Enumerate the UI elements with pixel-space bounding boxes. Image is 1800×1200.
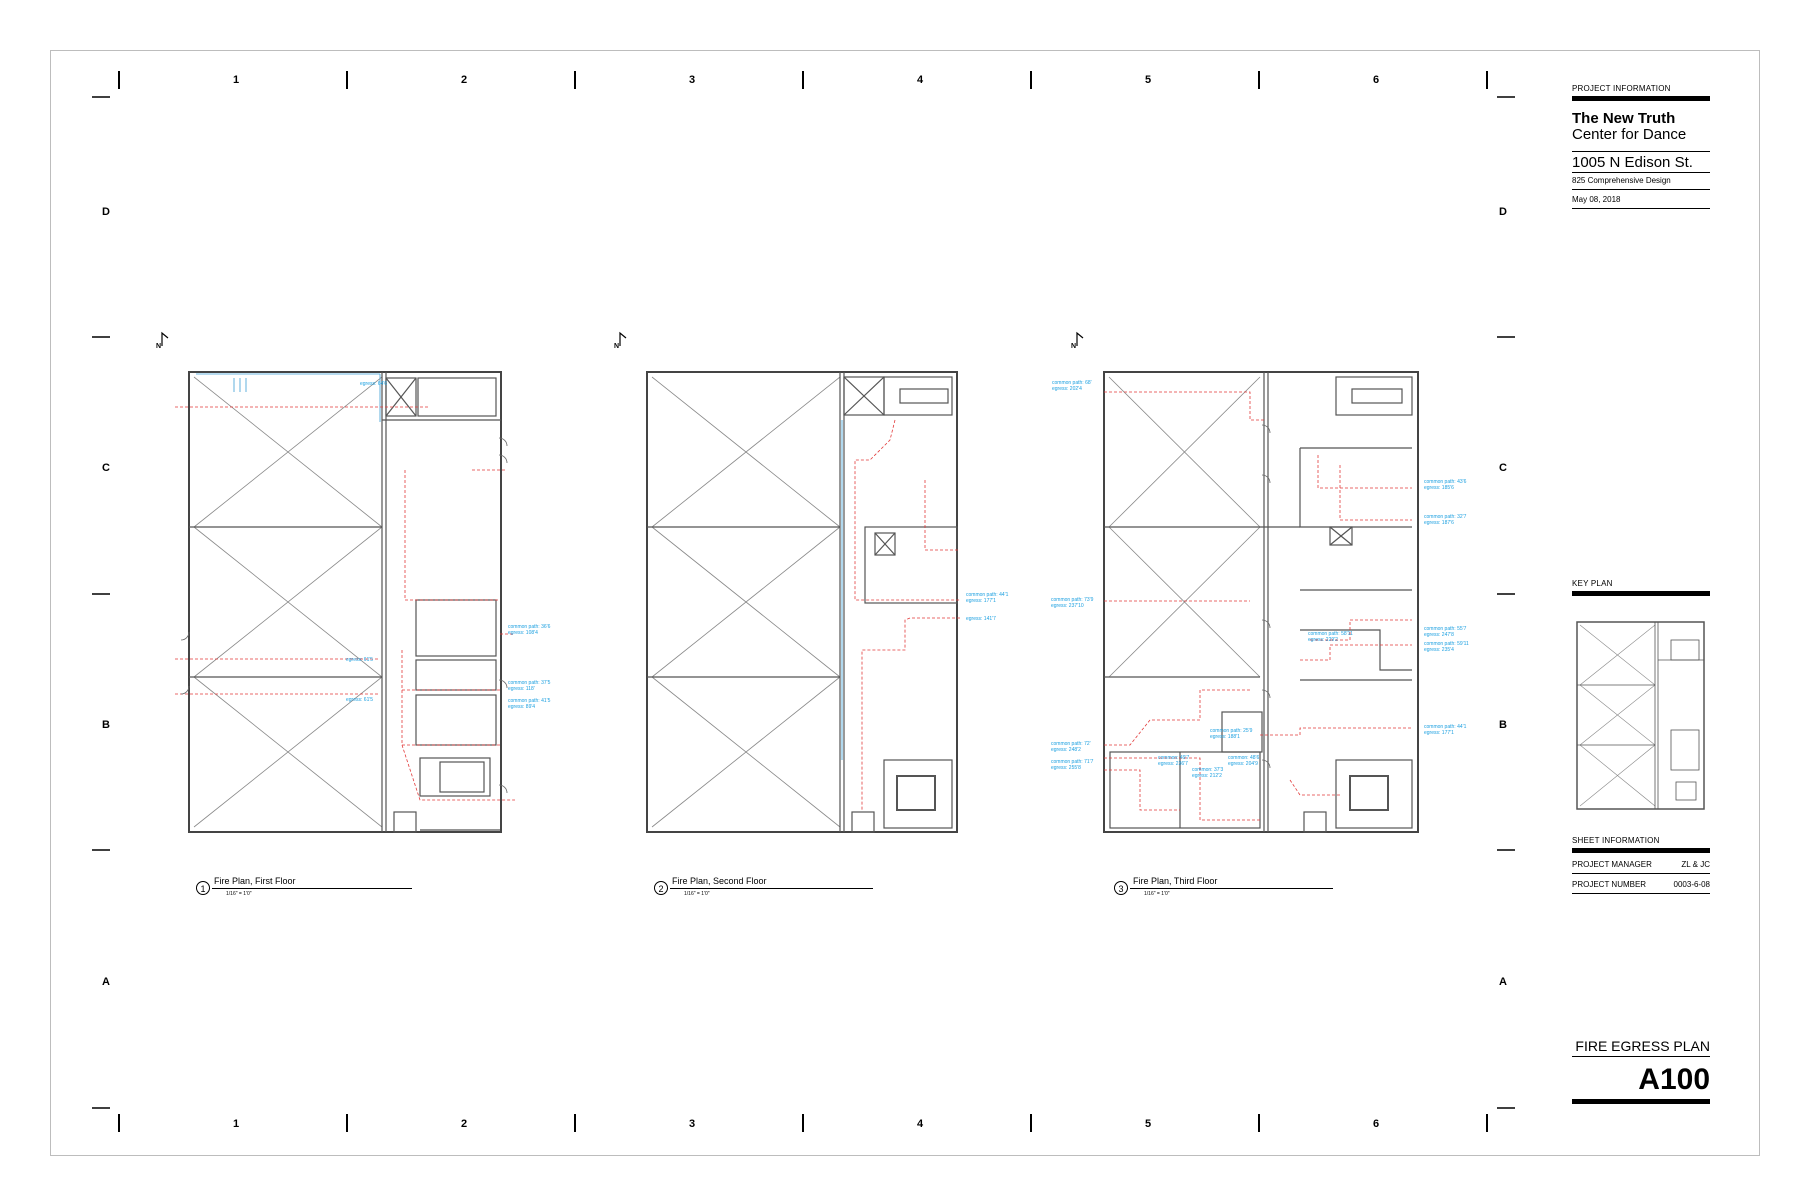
project-manager-row: PROJECT MANAGER ZL & JC — [1572, 860, 1710, 870]
project-number-row: PROJECT NUMBER 0003-6-08 — [1572, 880, 1710, 890]
north-arrow-label-2: N — [614, 343, 620, 350]
grid-row-b-left: B — [102, 719, 110, 731]
egress-note: common: 37'3 egress: 212'2 — [1192, 767, 1224, 779]
egress-note: common: 48'6 egress: 204'9 — [1228, 755, 1260, 767]
egress-note: common path: 55'7 egress: 247'8 — [1424, 626, 1467, 638]
egress-note: common path: 73'9 egress: 237'10 — [1051, 597, 1094, 609]
egress-note: common path: 44'1 egress: 177'1 — [1424, 724, 1467, 736]
egress-note: common path: 58'11 egress: 229'2 — [1308, 631, 1353, 643]
egress-note: common path: 41'5 egress: 89'4 — [508, 698, 551, 710]
grid-column-3: 3 — [688, 74, 696, 86]
grid-row-c-left: C — [102, 462, 110, 474]
section-bar — [1572, 1099, 1710, 1104]
egress-note: common path: 68' egress: 202'4 — [1052, 380, 1092, 392]
key-plan-block: KEY PLAN — [1572, 579, 1710, 596]
plan-2-second-floor — [646, 371, 960, 833]
rule — [1572, 151, 1710, 152]
key-plan-label: KEY PLAN — [1572, 579, 1613, 588]
egress-note: egress: 61'5 — [346, 657, 374, 663]
plan-number-badge: 3 — [1114, 881, 1128, 895]
plan-title: Fire Plan, First Floor — [214, 876, 296, 886]
north-arrow-label-3: N — [1071, 343, 1077, 350]
plan-title: Fire Plan, Third Floor — [1133, 876, 1218, 886]
project-info-label: PROJECT INFORMATION — [1572, 84, 1671, 93]
grid-column-6-bottom: 6 — [1372, 1118, 1380, 1130]
rule — [1572, 893, 1710, 894]
caption-rule — [1130, 888, 1333, 889]
grid-column-5-bottom: 5 — [1144, 1118, 1152, 1130]
egress-note: common path: 36'6 egress: 108'4 — [508, 624, 551, 636]
grid-column-1-bottom: 1 — [232, 1118, 240, 1130]
caption-rule — [212, 888, 412, 889]
section-bar — [1572, 848, 1710, 853]
rule — [1572, 208, 1710, 209]
egress-note: common path: 72' egress: 248'2 — [1051, 741, 1091, 753]
grid-row-b-right: B — [1499, 719, 1507, 731]
grid-column-4: 4 — [916, 74, 924, 86]
egress-note: common path: 71'7 egress: 255'8 — [1051, 759, 1094, 771]
sheet-title-block: FIRE EGRESS PLAN A100 — [1572, 1038, 1710, 1104]
egress-note: common path: 32'7 egress: 187'6 — [1424, 514, 1467, 526]
grid-column-4-bottom: 4 — [916, 1118, 924, 1130]
egress-note: common path: 44'1 egress: 177'1 — [966, 592, 1009, 604]
grid-row-c-right: C — [1499, 462, 1507, 474]
grid-row-d-right: D — [1499, 206, 1507, 218]
plan-1-first-floor — [175, 371, 515, 833]
project-number-label: PROJECT NUMBER — [1572, 880, 1647, 889]
plan-scale: 1/16" = 1'0" — [1144, 891, 1170, 897]
sheet-number: A100 — [1638, 1063, 1710, 1096]
sheet-info-block: SHEET INFORMATION PROJECT MANAGER ZL & J… — [1572, 836, 1710, 894]
grid-column-5: 5 — [1144, 74, 1152, 86]
plan-number-badge: 1 — [196, 881, 210, 895]
project-name-line1: The New Truth — [1572, 110, 1676, 127]
egress-note: common path: 43'6 egress: 185'6 — [1424, 479, 1467, 491]
grid-column-2-bottom: 2 — [460, 1118, 468, 1130]
egress-note: egress: 141'7 — [966, 616, 996, 622]
sheet-title: FIRE EGRESS PLAN — [1575, 1038, 1710, 1054]
section-bar — [1572, 96, 1710, 101]
project-info-block: PROJECT INFORMATION The New Truth Center… — [1572, 84, 1710, 209]
egress-note: common path: 37'5 egress: 118' — [508, 680, 551, 692]
egress-note: common: 49'7 egress: 236'7 — [1158, 755, 1190, 767]
egress-note: common path: 25'9 egress: 188'1 — [1210, 728, 1253, 740]
rule — [1572, 189, 1710, 190]
caption-rule — [670, 888, 873, 889]
project-name-line2: Center for Dance — [1572, 126, 1687, 143]
project-date: May 08, 2018 — [1572, 195, 1621, 204]
project-manager-label: PROJECT MANAGER — [1572, 860, 1652, 869]
grid-column-2: 2 — [460, 74, 468, 86]
rule — [1572, 172, 1710, 173]
rule — [1572, 1056, 1710, 1057]
north-arrow-label-1: N — [156, 343, 162, 350]
sheet-info-label: SHEET INFORMATION — [1572, 836, 1660, 845]
egress-note: egress: 64'6 — [360, 381, 388, 387]
grid-row-d-left: D — [102, 206, 110, 218]
plan-title: Fire Plan, Second Floor — [672, 876, 767, 886]
project-number-value: 0003-6-08 — [1673, 880, 1710, 889]
grid-row-a-right: A — [1499, 976, 1507, 988]
rule — [1572, 873, 1710, 874]
grid-row-a-left: A — [102, 976, 110, 988]
drawing-sheet — [50, 50, 1760, 1156]
plan-number-badge: 2 — [654, 881, 668, 895]
egress-note: common path: 59'11 egress: 235'4 — [1424, 641, 1469, 653]
grid-column-1: 1 — [232, 74, 240, 86]
plan-scale: 1/16" = 1'0" — [226, 891, 252, 897]
plan-scale: 1/16" = 1'0" — [684, 891, 710, 897]
plan-3-third-floor — [1103, 371, 1419, 833]
section-bar — [1572, 591, 1710, 596]
grid-column-6: 6 — [1372, 74, 1380, 86]
grid-column-3-bottom: 3 — [688, 1118, 696, 1130]
egress-note: egress: 61'5 — [346, 697, 374, 703]
project-manager-value: ZL & JC — [1681, 860, 1710, 869]
project-address: 1005 N Edison St. — [1572, 154, 1693, 171]
course-name: 825 Comprehensive Design — [1572, 176, 1671, 185]
